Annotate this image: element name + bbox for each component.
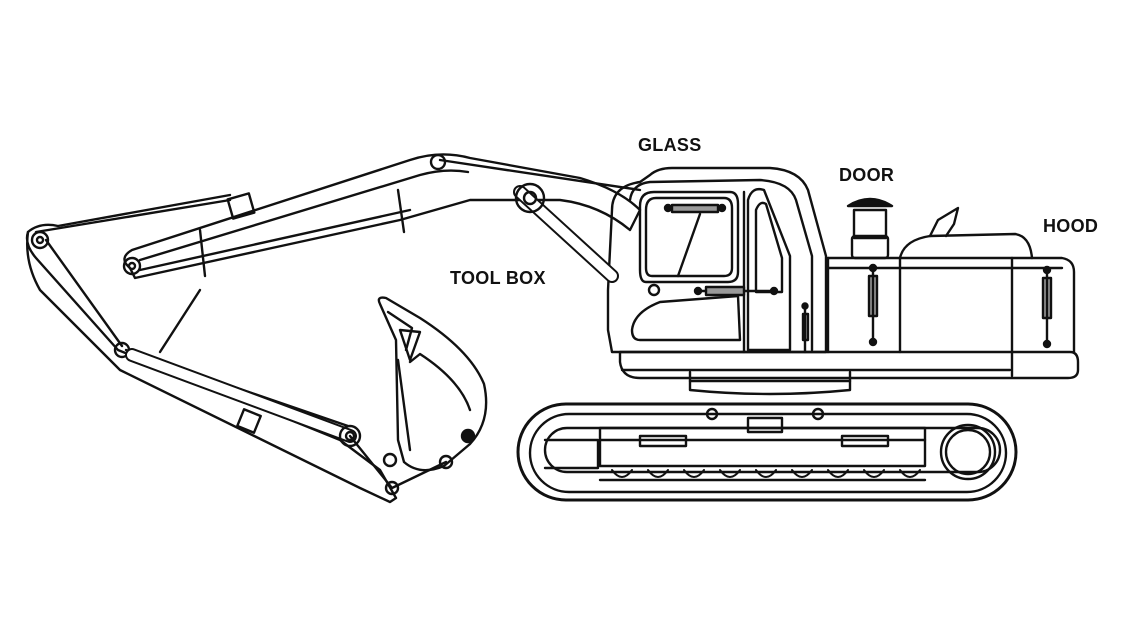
upper-structure (618, 197, 1080, 380)
arm (25, 193, 454, 504)
glass-label: GLASS (638, 135, 702, 155)
door-gas-strut (704, 285, 746, 297)
track-assembly (516, 402, 1018, 502)
door-label: DOOR (839, 165, 895, 185)
boom (122, 153, 642, 283)
cab-door (746, 187, 792, 352)
front-glass (638, 190, 740, 284)
glass-gas-strut (670, 203, 720, 214)
swing-bearing (688, 370, 852, 396)
sprocket-wheel (939, 423, 997, 481)
hood-gas-struts (801, 263, 1053, 354)
tool-box-label: TOOL BOX (450, 268, 546, 288)
exhaust-stack (852, 208, 888, 240)
cab (606, 166, 828, 354)
bucket (377, 296, 488, 472)
hood-label: HOOD (1043, 216, 1099, 236)
